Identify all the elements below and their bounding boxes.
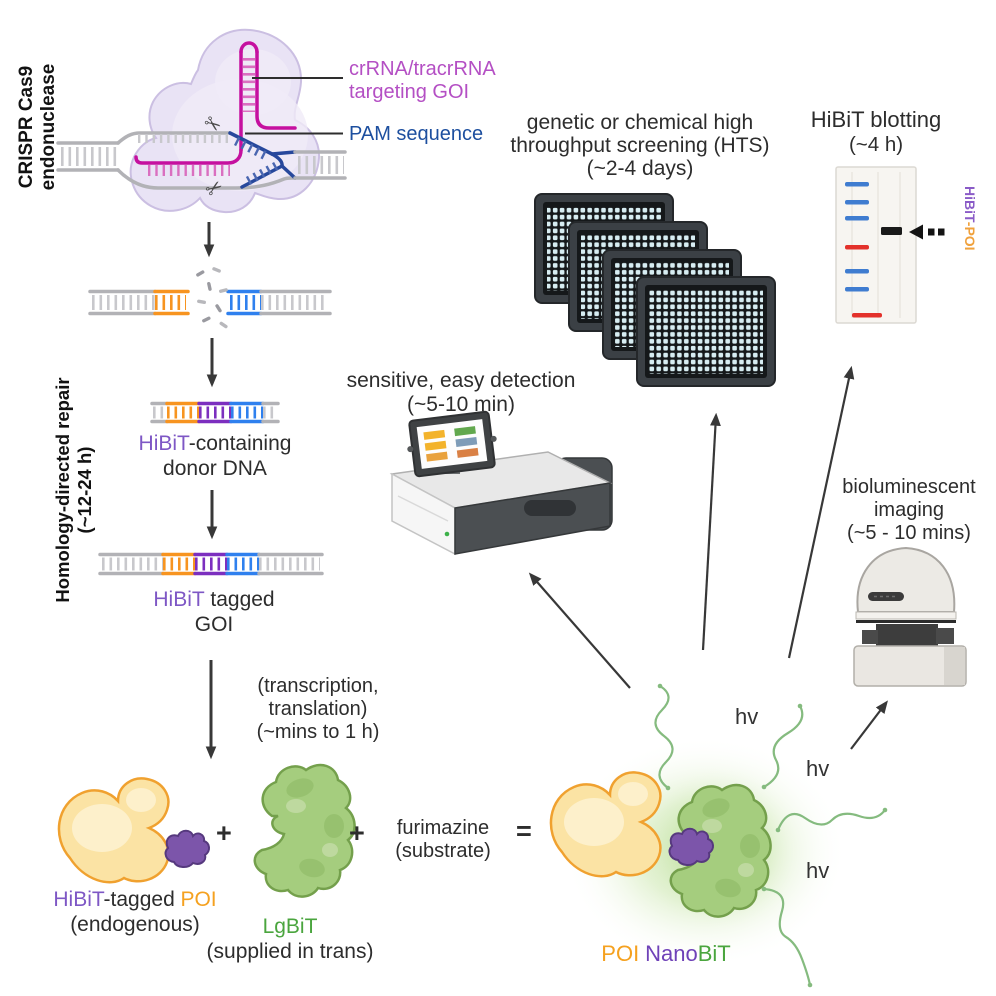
ladder-bands [845, 182, 882, 318]
blotting-label: HiBiT blotting (~4 h) [810, 107, 942, 156]
dna-right-ladder [293, 150, 347, 180]
pam-strand [228, 131, 297, 189]
photon-hv-label: hv [735, 704, 759, 729]
plate-reader-illustration [389, 410, 613, 556]
photon-hv-label: hv [806, 756, 830, 781]
microplate-stack-illustration [534, 193, 776, 387]
lgbit-label: LgBiT (supplied in trans) [206, 915, 374, 963]
output-arrows [528, 365, 888, 750]
photon-squiggles [654, 683, 888, 988]
plus-sign: + [349, 818, 365, 848]
crrna-label: crRNA/tracrRNA targeting GOI [349, 58, 496, 103]
pam-label: PAM sequence [349, 123, 484, 145]
dna-debris [196, 267, 228, 329]
detection-label: sensitive, easy detection (~5-10 min) [346, 369, 576, 416]
dna-left-ladder [56, 141, 120, 172]
donor-dna-illustration [150, 401, 280, 424]
imaging-label: bioluminescent imaging (~5 - 10 mins) [842, 476, 976, 544]
transcription-label: (transcription, translation) (~mins to 1… [256, 675, 380, 743]
lgbit-protein [253, 763, 356, 898]
photon-hv-label: hv [806, 858, 830, 883]
poi-protein [57, 777, 170, 884]
goi-dna-illustration [98, 552, 324, 576]
furimazine-label: furimazine (substrate) [395, 817, 491, 863]
plate-reader-screen [407, 410, 497, 478]
imager-illustration [853, 546, 967, 687]
hts-label: genetic or chemical high throughput scre… [510, 111, 770, 181]
hibit-tag [164, 829, 211, 869]
donor-dna-label: HiBiT-containing donor DNA [138, 432, 292, 481]
hdr-section-label: Homology-directed repair (~12-24 h) [52, 377, 96, 603]
cut-dna-illustration [88, 267, 332, 329]
workflow-arrows [203, 222, 218, 760]
crrna-strand [134, 41, 297, 176]
band-pointer-arrow [909, 224, 945, 240]
blot-membrane-illustration [835, 166, 945, 324]
crispr-section-label: CRISPR Cas9 endonuclease [16, 63, 59, 191]
equals-sign: = [516, 816, 532, 846]
hibit-poi-band [881, 227, 902, 235]
plus-sign: + [216, 818, 232, 848]
microplate [636, 276, 776, 387]
cas9-complex-illustration [56, 28, 347, 214]
blot-band-label: HiBiT-POI [962, 186, 978, 251]
